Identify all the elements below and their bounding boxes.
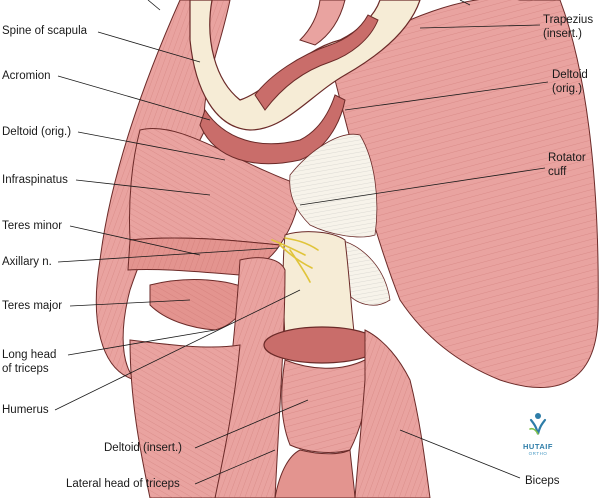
triceps-lateral-head — [129, 339, 241, 498]
label-teres-major: Teres major — [2, 300, 63, 312]
label-deltoid-insertion: Deltoid (insert.) — [104, 442, 182, 454]
label-deltoid-origin-left: Deltoid (orig.) — [2, 126, 72, 138]
label-deltoid-origin-right: Deltoid (orig.) — [552, 68, 588, 96]
label-rotator-line2: cuff — [548, 166, 567, 178]
label-spine-of-scapula: Spine of scapula — [2, 25, 88, 37]
label-trapezius-insertion: Trapezius (insert.) — [543, 13, 593, 41]
label-trapezius-line2: (insert.) — [543, 28, 582, 40]
logo-name: HUTAIF — [523, 442, 553, 451]
logo-tagline: ORTHO — [528, 451, 548, 456]
leader-lines — [54, 0, 549, 485]
label-trapezius-line1: Trapezius — [543, 14, 594, 26]
lower-arm-muscle — [274, 449, 356, 498]
label-biceps: Biceps — [525, 475, 560, 487]
label-deltoid-right-line1: Deltoid — [552, 69, 588, 81]
label-rotator-cuff: Rotator cuff — [548, 151, 586, 179]
deltoid-origin-strip — [199, 94, 346, 165]
label-lateral-head-of-triceps: Lateral head of triceps — [66, 478, 180, 490]
label-teres-minor: Teres minor — [2, 220, 63, 232]
deltoid-insertion — [263, 326, 381, 453]
label-axillary-nerve: Axillary n. — [2, 256, 52, 268]
deltoid-origin-strip-upper — [254, 14, 379, 111]
label-long-head-line2: of triceps — [2, 363, 49, 375]
label-long-head-line1: Long head — [2, 349, 57, 361]
axillary-nerve — [271, 237, 319, 283]
rotator-cuff-tendon — [289, 133, 391, 306]
biceps-muscle — [354, 329, 431, 498]
humerus-bone — [282, 231, 356, 344]
deltoid-muscle-right — [329, 0, 599, 388]
label-infraspinatus: Infraspinatus — [2, 174, 68, 186]
label-deltoid-right-line2: (orig.) — [552, 83, 583, 95]
teres-major-muscle — [149, 279, 251, 331]
label-humerus: Humerus — [2, 404, 49, 416]
label-rotator-line1: Rotator — [548, 152, 586, 164]
label-long-head-of-triceps: Long head of triceps — [2, 348, 56, 376]
trapezius-insertion — [299, 0, 346, 46]
hutaif-logo: HUTAIF ORTHO — [516, 412, 560, 456]
person-icon — [529, 413, 547, 435]
triceps-long-head — [214, 257, 286, 498]
label-acromion: Acromion — [2, 70, 51, 82]
